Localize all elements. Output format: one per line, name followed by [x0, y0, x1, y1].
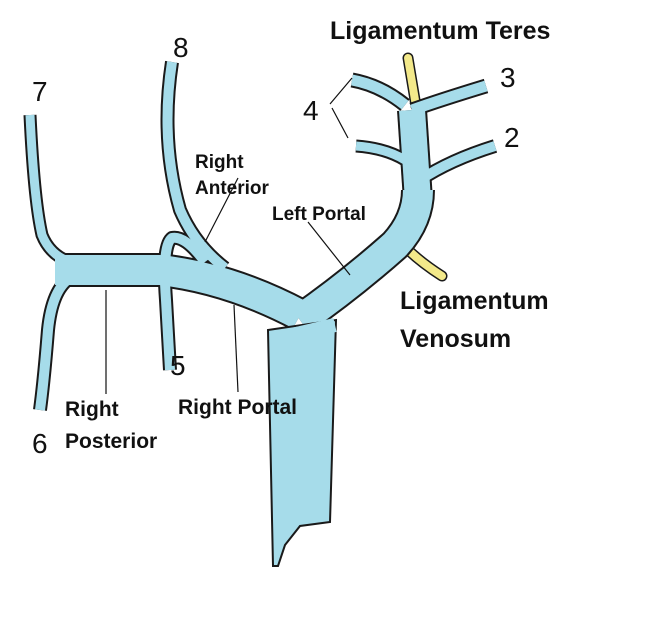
segment-4b-branch — [355, 141, 408, 164]
label-segment-2: 2 — [504, 122, 520, 153]
label-left-portal: Left Portal — [272, 204, 366, 225]
label-line: Venosum — [400, 325, 512, 353]
label-segment-8: 8 — [173, 32, 189, 63]
label-segment-4: 4 — [303, 95, 319, 126]
main-portal-trunk — [266, 318, 338, 567]
label-segment-5: 5 — [170, 350, 186, 381]
label-line: Right — [65, 398, 119, 421]
label-ligamentum-venosum: Ligamentum Venosum — [400, 282, 549, 358]
segment-7-branch — [25, 114, 72, 267]
label-line: Right — [195, 152, 244, 173]
right-portal-vein — [55, 255, 308, 329]
segment-4a-branch — [350, 74, 409, 110]
label-line: Posterior — [65, 430, 158, 453]
segment-2-branch — [417, 141, 497, 185]
label-segment-3: 3 — [500, 62, 516, 93]
segment-8-branch — [162, 61, 229, 272]
segment-6-branch — [35, 273, 74, 411]
label-ligamentum-teres: Ligamentum Teres — [330, 17, 551, 45]
segment-3-branch — [410, 80, 488, 116]
label-line: Ligamentum — [400, 287, 549, 315]
label-right-posterior: Right Posterior — [65, 394, 157, 458]
label-right-anterior: Right Anterior — [195, 150, 269, 202]
left-portal-vein — [291, 189, 433, 333]
label-segment-6: 6 — [32, 428, 48, 459]
umbilical-portion — [399, 109, 431, 201]
segment-5-branch — [159, 232, 210, 371]
label-line: Anterior — [195, 178, 269, 199]
leader-lines — [105, 77, 353, 394]
label-segment-7: 7 — [32, 76, 48, 107]
label-right-portal: Right Portal — [178, 396, 297, 419]
